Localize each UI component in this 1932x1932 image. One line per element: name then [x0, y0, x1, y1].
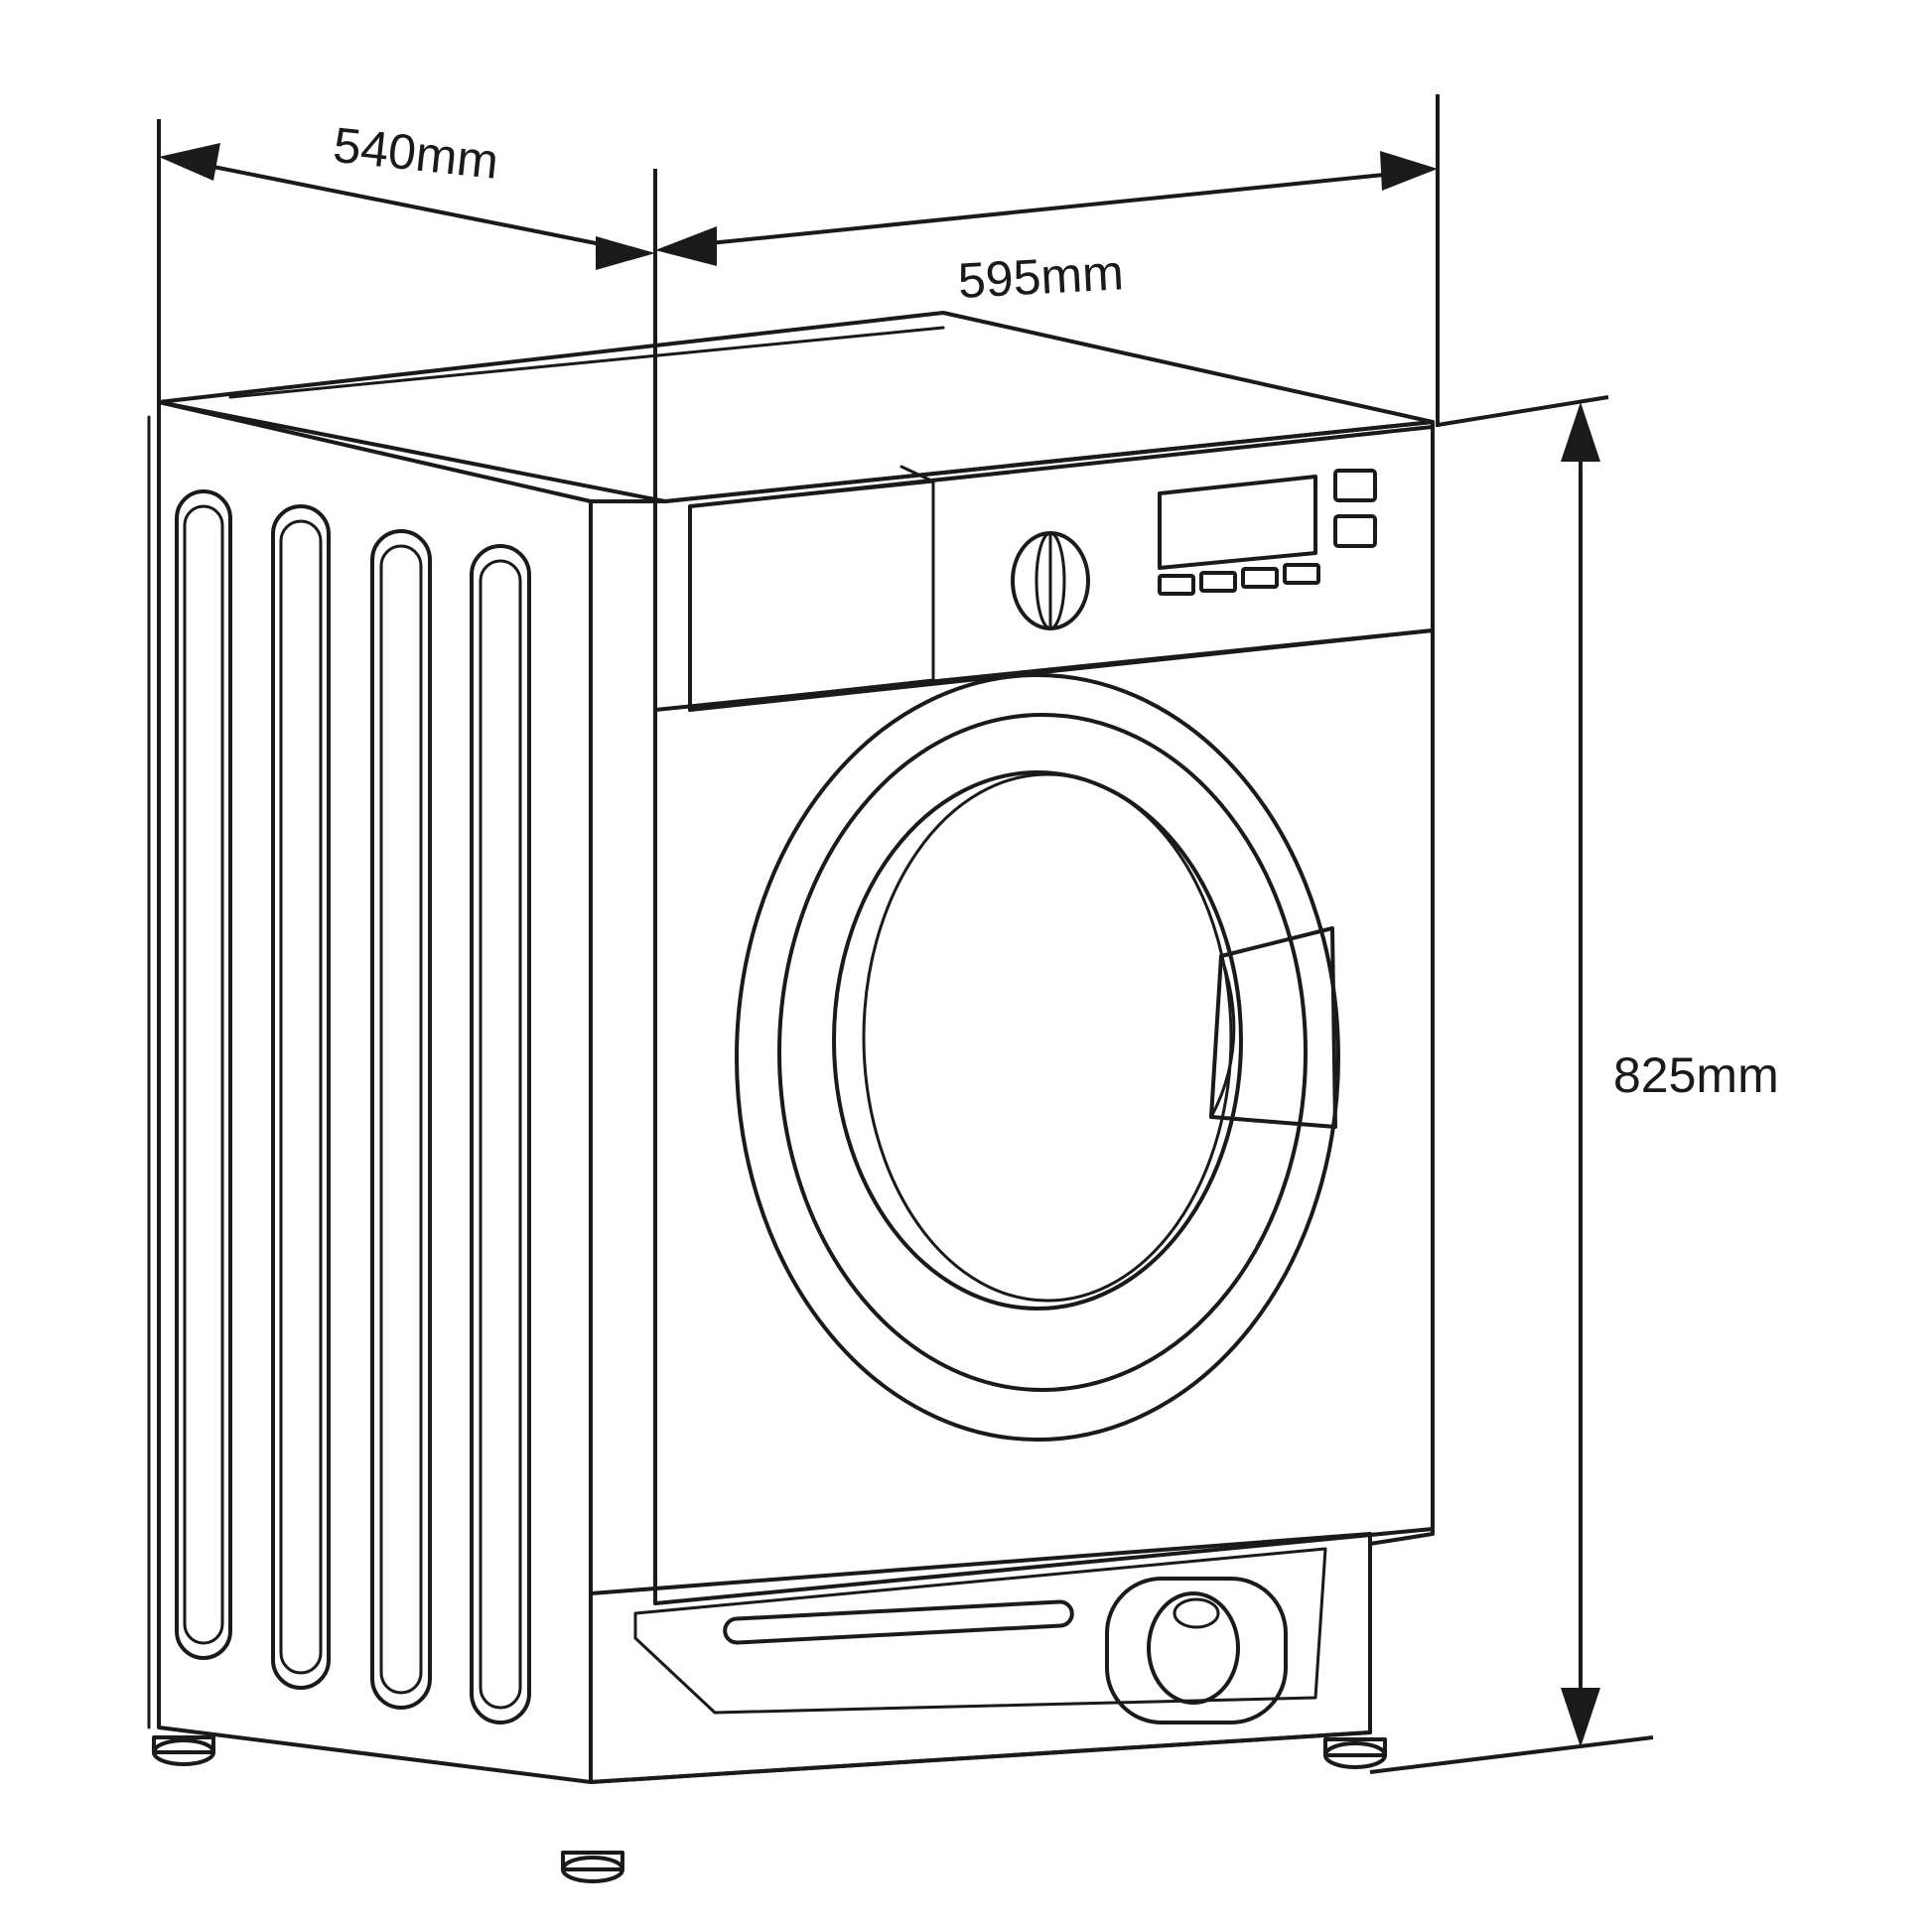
- vent-slot: [279, 519, 323, 1675]
- door-handle: [1209, 926, 1337, 1129]
- door-outer-ring: [735, 673, 1340, 1442]
- width-dimension-line: [709, 173, 1385, 245]
- arrow-head: [655, 226, 717, 266]
- arrow-head: [1380, 151, 1438, 191]
- foot: [561, 1851, 624, 1883]
- control-button: [1333, 469, 1377, 502]
- vent-slot: [183, 504, 224, 1645]
- plinth: [589, 1532, 1372, 1784]
- height-label: 825mm: [1613, 1047, 1779, 1103]
- filter-cap: [1147, 1591, 1240, 1705]
- control-button: [1283, 563, 1320, 585]
- extension-line: [1369, 1735, 1654, 1774]
- control-button: [1241, 567, 1279, 589]
- vent-slot: [271, 504, 331, 1690]
- foot: [1323, 1737, 1387, 1769]
- filter-cap-inner: [1173, 1597, 1220, 1629]
- door-middle-ring: [777, 713, 1308, 1392]
- door-glass: [832, 770, 1243, 1311]
- vent-slot: [175, 489, 232, 1660]
- arrow-head: [159, 143, 220, 181]
- door: [735, 673, 1340, 1442]
- front-door-panel: [653, 628, 1435, 1605]
- top-panel-inner-edge: [228, 326, 945, 399]
- depth-label: 540mm: [331, 117, 501, 190]
- vent-slot: [470, 544, 531, 1725]
- control-button: [1199, 571, 1237, 593]
- vent-slot: [379, 544, 423, 1695]
- detergent-drawer: [688, 480, 935, 709]
- width-label: 595mm: [957, 244, 1125, 309]
- display-screen: [1158, 475, 1317, 570]
- detergent-drawer-line: [899, 465, 935, 483]
- washing-machine: [147, 311, 1435, 1883]
- plinth-vent-slot: [723, 1599, 1074, 1645]
- filter-cover: [1105, 1577, 1288, 1725]
- side-vent-slots: [175, 489, 531, 1725]
- door-handle-curve: [1209, 954, 1236, 1119]
- arrow-head: [1561, 1688, 1600, 1747]
- dimension-annotations: 540mm 595mm 825mm: [157, 94, 1779, 1774]
- depth-dimension-line: [212, 165, 602, 246]
- arrow-head: [596, 236, 655, 270]
- control-button: [1333, 514, 1377, 548]
- control-button: [1158, 574, 1195, 596]
- vent-slot: [370, 529, 432, 1710]
- plinth-recess: [633, 1547, 1327, 1715]
- foot: [152, 1735, 215, 1766]
- door-glass-inner: [862, 772, 1233, 1303]
- extension-line: [1437, 395, 1609, 427]
- arrow-head: [1561, 402, 1600, 462]
- vent-slot: [479, 559, 522, 1710]
